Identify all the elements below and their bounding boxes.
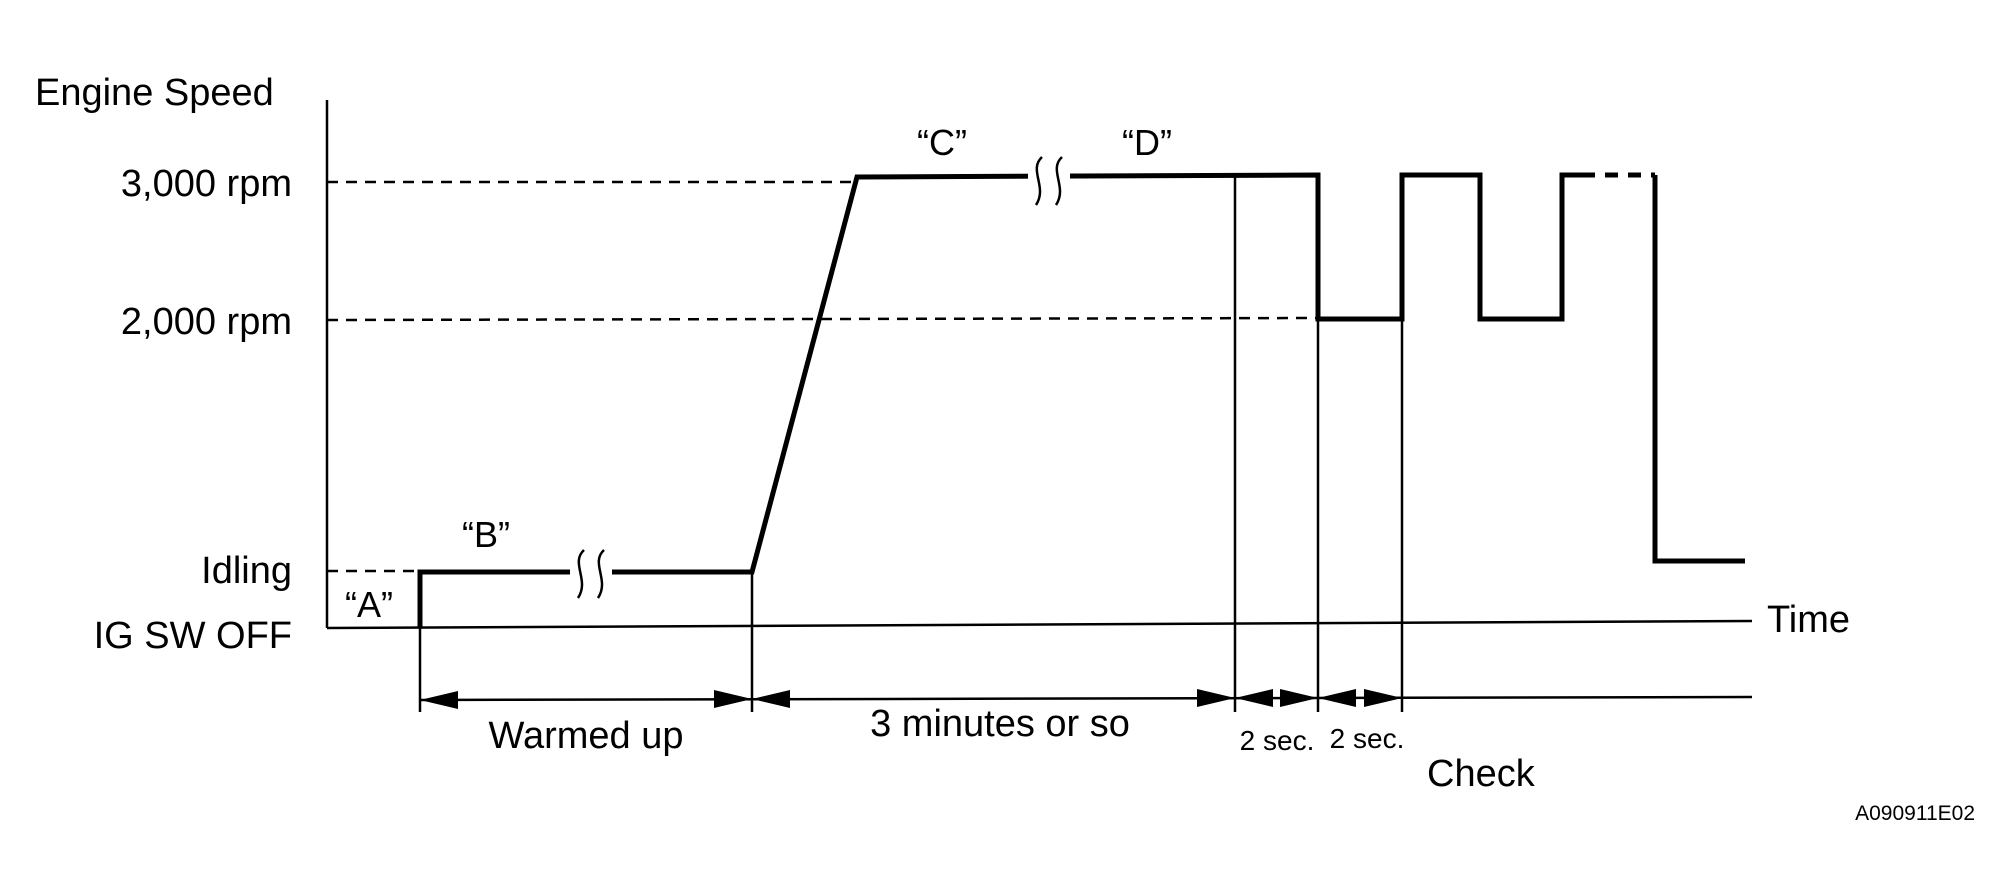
duration-label-warmed-up: Warmed up: [489, 715, 684, 757]
duration-dimension-line: [419, 695, 1753, 702]
figure-code: A090911E02: [1855, 802, 1975, 825]
level-label-3000rpm: 3,000 rpm: [121, 163, 292, 205]
check-label: Check: [1427, 753, 1536, 795]
phase-label-c: “C”: [917, 122, 967, 163]
duration-label-2sec-first: 2 sec.: [1240, 725, 1315, 756]
engine-speed-trace-final-drop: [1652, 175, 1745, 564]
level-label-ig-sw-off: IG SW OFF: [94, 615, 292, 657]
phase-label-a: “A”: [345, 584, 393, 625]
time-axis-label: Time: [1767, 599, 1850, 641]
level-label-idling: Idling: [201, 550, 292, 592]
duration-label-3-minutes: 3 minutes or so: [870, 703, 1130, 745]
phase-label-d: “D”: [1122, 122, 1172, 163]
duration-label-2sec-second: 2 sec.: [1330, 723, 1405, 754]
duration-arrowheads: [420, 689, 1402, 709]
level-label-2000rpm: 2,000 rpm: [121, 301, 292, 343]
time-axis-line: [326, 619, 1753, 630]
y-axis-title: Engine Speed: [35, 72, 274, 114]
break-mark-c: [1028, 152, 1070, 207]
break-mark-b: [570, 545, 612, 600]
dashed-ref-2000rpm: [326, 316, 1319, 322]
phase-label-b: “B”: [462, 514, 510, 555]
